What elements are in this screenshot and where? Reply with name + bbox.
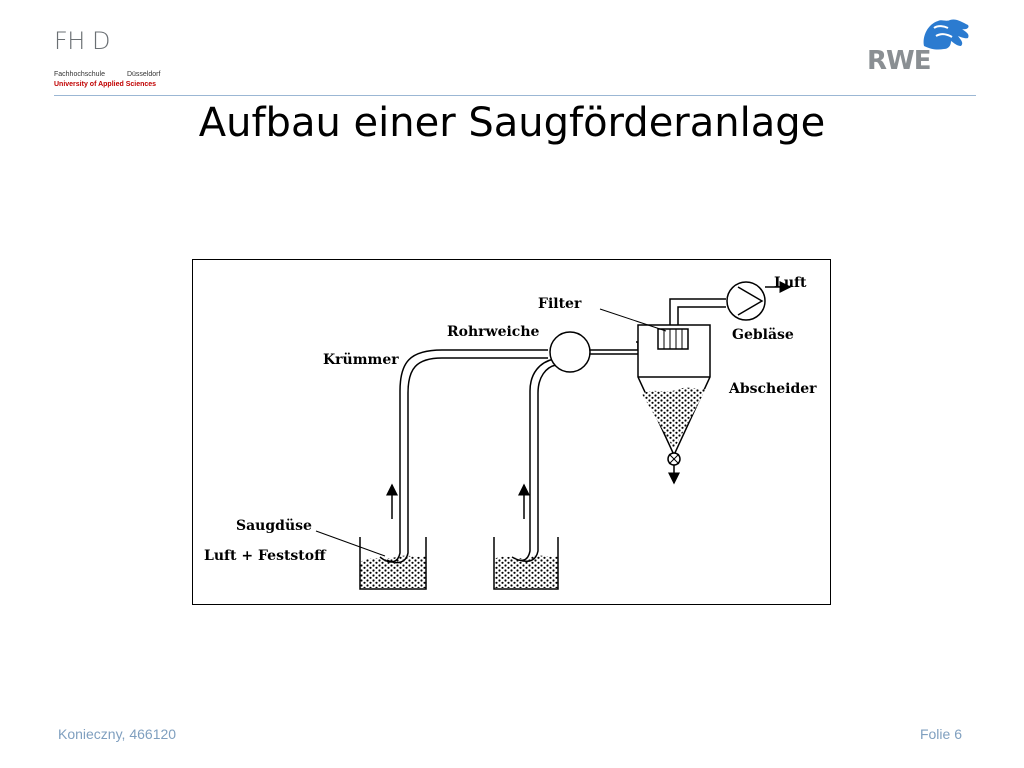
label-abscheider: Abscheider [728, 381, 817, 397]
right-material-bin [493, 537, 559, 590]
header-divider [54, 95, 976, 96]
separator [637, 324, 711, 457]
rotary-discharge-valve [667, 452, 681, 485]
rwe-logo-text: RWE [867, 46, 931, 76]
label-kruemmer: Krümmer [323, 352, 399, 368]
filter-element [657, 328, 689, 350]
fhd-logo-city: Düsseldorf [126, 71, 161, 78]
footer-slide-number: Folie 6 [919, 726, 962, 742]
right-suction-pipe [511, 358, 557, 563]
suction-conveyor-diagram: Luft Filter Gebläse Rohrweiche Krümmer A… [192, 259, 831, 605]
slide-title: Aufbau einer Saugförderanlage [198, 100, 826, 146]
left-suction-pipe [379, 349, 548, 564]
label-filter: Filter [538, 296, 582, 312]
diverter-valve [549, 331, 591, 373]
label-luft-feststoff: Luft + Feststoff [204, 548, 327, 564]
left-material-bin [359, 537, 427, 590]
label-luft-out: Luft [774, 275, 807, 291]
label-rohrweiche: Rohrweiche [447, 324, 540, 340]
saugduese-leader-line [315, 530, 386, 557]
fhd-logo-school: Fachhochschule [54, 71, 105, 78]
fhd-logo-mark: FH D [54, 27, 110, 55]
footer-author: Konieczny, 466120 [58, 726, 177, 742]
label-geblaese: Gebläse [732, 327, 794, 343]
blower [726, 281, 766, 321]
rwe-hand-icon [923, 19, 969, 50]
rwe-logo: RWE [862, 16, 974, 76]
label-saugduese: Saugdüse [236, 518, 312, 534]
diagram-frame [192, 259, 831, 605]
fhd-logo: FH D Fachhochschule Düsseldorf University… [54, 27, 194, 97]
fhd-logo-subtitle: Fachhochschule Düsseldorf [54, 71, 160, 78]
fhd-logo-university: University of Applied Sciences [54, 81, 157, 88]
filter-leader-line [599, 308, 667, 332]
exhaust-pipe [669, 298, 726, 325]
